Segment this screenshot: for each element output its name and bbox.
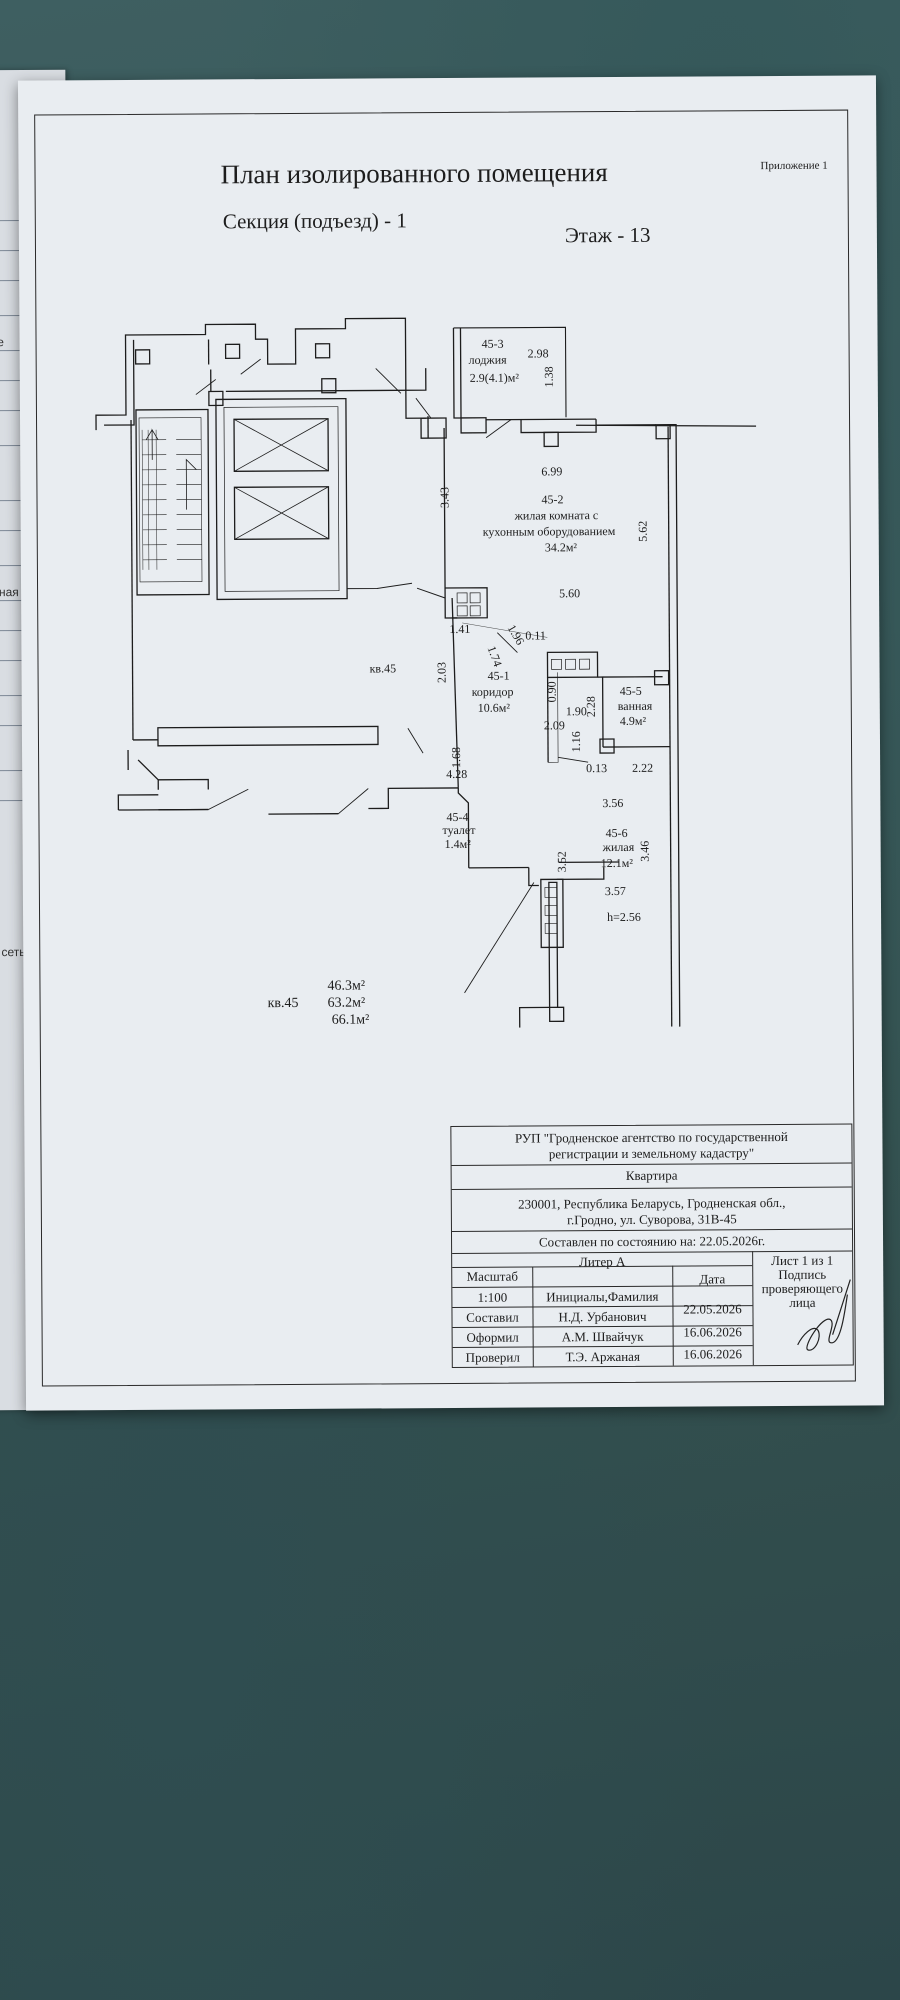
room-45-4-area: 1.4м² (445, 837, 472, 851)
dim-3-46: 3.46 (638, 841, 652, 862)
role-formatted: Оформил (466, 1329, 519, 1345)
left-fragment-1: е (0, 335, 4, 350)
dim-3-43: 3.43 (437, 487, 451, 508)
dim-0-11: 0.11 (525, 628, 546, 642)
ceiling-height: h=2.56 (607, 910, 641, 924)
date-formatted: 16.06.2026 (683, 1324, 742, 1340)
dim-5-62: 5.62 (636, 521, 650, 542)
room-45-3-name: лоджия (469, 353, 508, 367)
room-45-4-id: 45-4 (446, 810, 468, 824)
room-45-5-id: 45-5 (620, 684, 642, 698)
left-fragment-2: ная (0, 585, 19, 600)
room-45-5-name: ванная (618, 699, 653, 713)
date-checked: 16.06.2026 (683, 1346, 743, 1362)
room-45-1-id: 45-1 (488, 669, 510, 683)
initials-header: Инициалы,Фамилия (546, 1288, 659, 1305)
address-line-2: г.Гродно, ул. Суворова, 31В-45 (567, 1211, 737, 1228)
scale-label: Масштаб (466, 1268, 518, 1284)
room-45-2-id: 45-2 (541, 492, 563, 506)
dim-1-74: 1.74 (485, 644, 505, 669)
dim-2-09: 2.09 (544, 718, 565, 732)
dim-1-90: 1.90 (566, 704, 587, 718)
floor-label: Этаж - 13 (564, 222, 651, 248)
signature-mark (797, 1279, 851, 1351)
dim-3-56: 3.56 (602, 796, 623, 810)
state-date: Составлен по состоянию на: 22.05.2026г. (538, 1233, 766, 1250)
dim-1-16: 1.16 (569, 731, 583, 752)
floor-plan: 45-3 лоджия 2.9(4.1)м² 2.98 1.38 6.99 45… (95, 317, 757, 1031)
section-label: Секция (подъезд) - 1 (222, 208, 407, 234)
apartment-label: кв.45 (370, 661, 397, 675)
dim-1-38: 1.38 (542, 366, 556, 387)
dim-1-68: 1.68 (449, 747, 463, 768)
org-line-2: регистрации и земельному кадастру" (548, 1145, 755, 1162)
role-compiled: Составил (466, 1309, 519, 1325)
document-page: Приложение 1 План изолированного помещен… (17, 75, 885, 1411)
scale-value: 1:100 (477, 1289, 508, 1305)
room-45-2-area: 34.2м² (545, 540, 578, 554)
dim-4-28: 4.28 (446, 767, 467, 781)
room-45-3-id: 45-3 (482, 337, 504, 351)
dim-1-41: 1.41 (449, 622, 470, 636)
room-45-4-name: туалет (442, 823, 476, 837)
name-formatted: А.М. Швайчук (561, 1328, 644, 1345)
area-total: 63.2м² (327, 995, 366, 1011)
dim-2-98: 2.98 (528, 346, 549, 360)
name-compiled: Н.Д. Урбанович (558, 1308, 647, 1325)
room-45-1-name: коридор (472, 685, 514, 699)
role-checked: Проверил (465, 1349, 520, 1365)
area-living: 46.3м² (327, 978, 366, 994)
dim-2-22: 2.22 (632, 761, 653, 775)
dim-3-57: 3.57 (605, 884, 626, 898)
appendix-label: Приложение 1 (760, 159, 828, 173)
date-compiled: 22.05.2026 (683, 1301, 742, 1317)
area-summary-label: кв.45 (267, 995, 299, 1012)
room-45-6-area: 12.1м² (601, 856, 634, 870)
liter-label: Литер А (578, 1253, 626, 1270)
dim-5-60: 5.60 (559, 586, 580, 600)
room-45-1-area: 10.6м² (478, 701, 511, 715)
name-checked: Т.Э. Аржаная (565, 1348, 640, 1365)
dim-3-52: 3.52 (555, 851, 569, 872)
room-45-2-name: жилая комната с (514, 508, 599, 523)
dim-0-90: 0.90 (545, 681, 559, 702)
dim-6-99: 6.99 (541, 464, 562, 478)
dim-0-13: 0.13 (586, 761, 607, 775)
dim-2-28: 2.28 (584, 696, 598, 717)
room-45-3-area: 2.9(4.1)м² (470, 371, 520, 385)
dim-2-03: 2.03 (435, 662, 449, 683)
room-45-2-name2: кухонным оборудованием (483, 524, 616, 539)
room-45-6-name: жилая (602, 840, 635, 854)
room-45-6-id: 45-6 (606, 826, 628, 840)
object-type: Квартира (625, 1167, 678, 1183)
area-total-loggia: 66.1м² (331, 1012, 370, 1028)
title-block: РУП "Гродненское агентство по государств… (450, 1123, 854, 1369)
room-45-5-area: 4.9м² (620, 714, 647, 728)
document-title: План изолированного помещения (220, 157, 608, 190)
